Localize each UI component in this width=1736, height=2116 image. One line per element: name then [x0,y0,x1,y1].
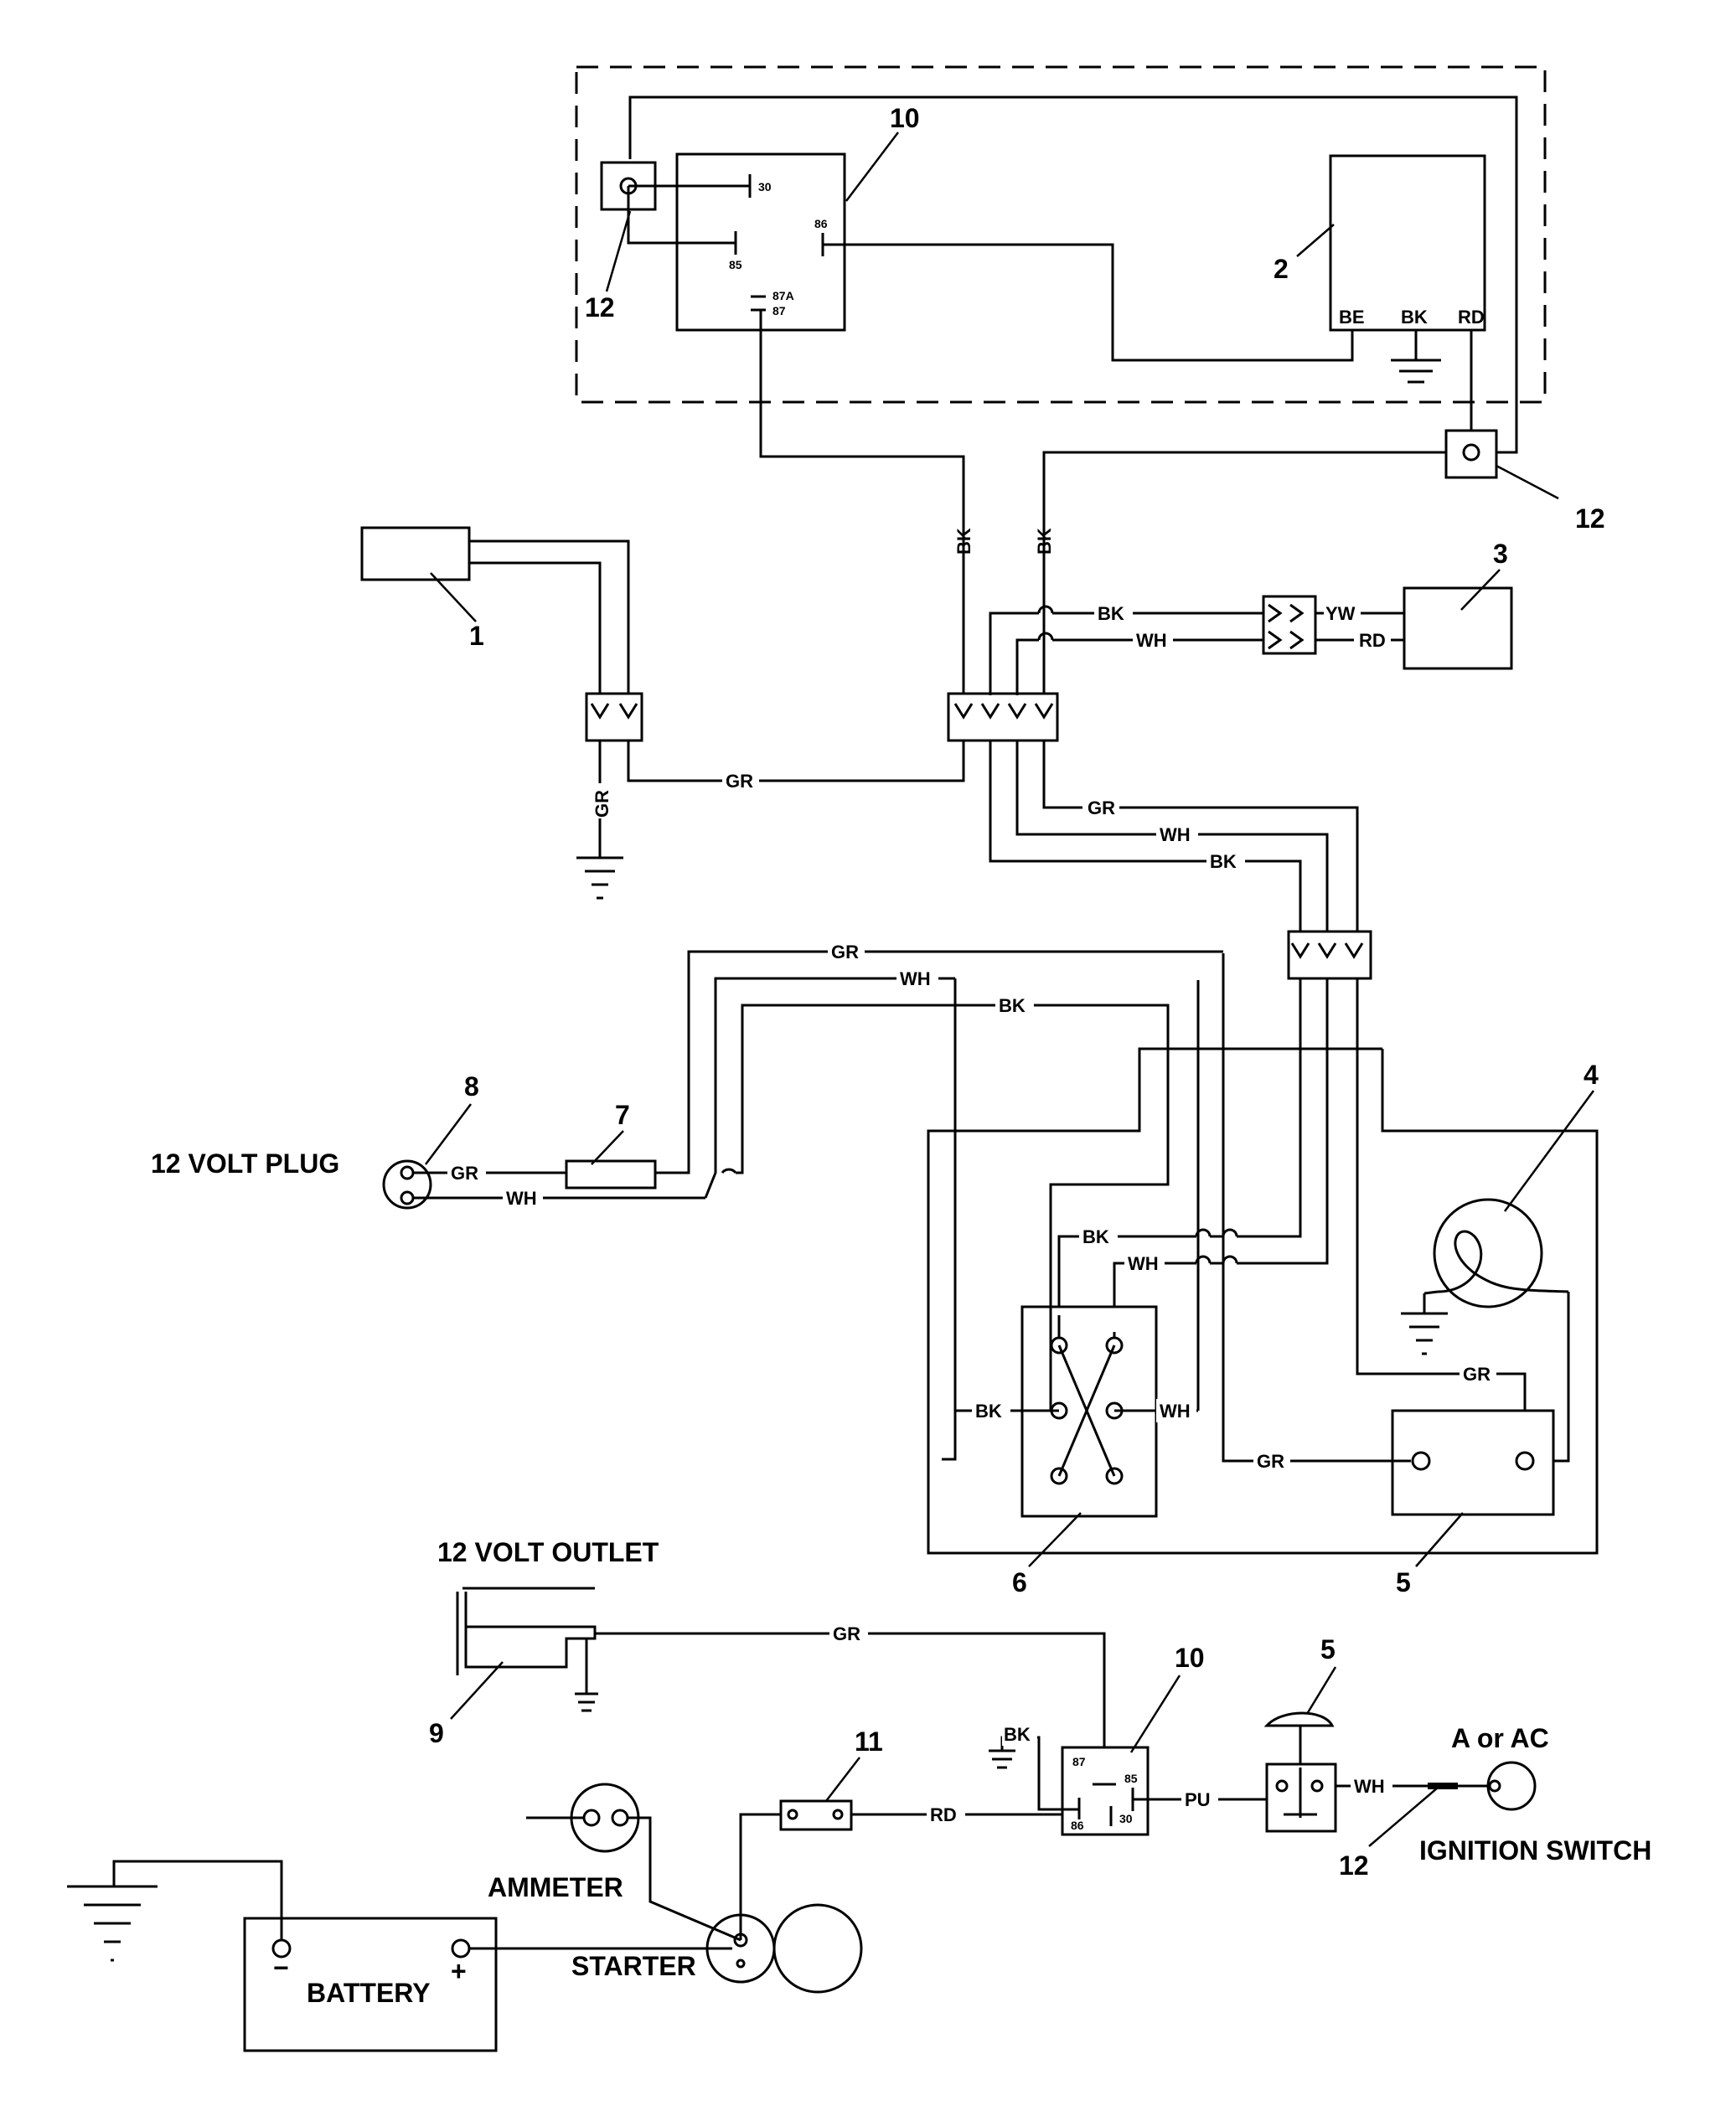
wire-label-gr-3: GR [1257,1451,1284,1472]
relay-pin-87a: 87A [772,289,794,302]
callout-8: 8 [464,1071,479,1102]
callout-12-top-right: 12 [1575,503,1605,534]
ignition-switch-label: IGNITION SWITCH [1419,1835,1651,1866]
wire-label-pu: PU [1185,1789,1211,1810]
wire-label-bk-8: BK [1004,1724,1031,1745]
lamp-4 [1433,1198,1543,1308]
ammeter-label: AMMETER [488,1872,623,1902]
starter-label: STARTER [571,1951,696,1981]
callout-5-mid: 5 [1396,1567,1411,1597]
wire-label-gr-6: GR [451,1163,478,1184]
ignition-position-label: A or AC [1451,1723,1549,1753]
wire-label-bk-7: BK [999,995,1026,1016]
relay-bot-pin-87: 87 [1072,1755,1086,1768]
wire-label-gr-7: GR [833,1623,860,1644]
wire-label-bk-5: BK [1082,1226,1109,1247]
wire-label-wh-6: WH [506,1188,537,1209]
wire-label-gr-4: GR [1463,1364,1491,1385]
module-term-rd: RD [1458,307,1485,328]
wire-label-rd-2: RD [930,1804,957,1825]
fuse-7 [565,1159,657,1190]
callout-12-top-left: 12 [585,292,615,323]
connector-12-right [1444,429,1498,479]
callout-10-bottom: 10 [1175,1643,1205,1673]
relay-bot-pin-86: 86 [1071,1819,1084,1832]
starter-motor [772,1903,863,1994]
component-5 [1391,1409,1555,1516]
wire-label-gr-2: GR [1088,797,1115,818]
wire-label-wh-2: WH [1160,824,1191,845]
wire-label-gr-1: GR [726,771,753,792]
wire-label-gr-ground: GR [592,790,612,818]
wire-label-bk-3: BK [1098,603,1124,624]
ignition-switch [1486,1761,1537,1811]
callout-12-bottom: 12 [1339,1850,1369,1881]
battery-pos: + [451,1956,467,1986]
wire-label-wh-1: WH [1136,630,1167,651]
connector-2pin [585,692,643,742]
callout-10-top: 10 [890,103,920,133]
wire-label-wh-5: WH [900,968,931,989]
callout-2: 2 [1274,254,1289,284]
wire-label-wh-7: WH [1354,1776,1385,1797]
callout-1: 1 [469,621,484,651]
relay-pin-86: 86 [814,217,828,230]
wire-label-gr-5: GR [831,942,859,963]
plug-label: 12 VOLT PLUG [151,1148,339,1179]
dashed-assembly: 30 85 86 87A 87 BE BK RD [575,65,1559,695]
battery-label: BATTERY [307,1978,431,2008]
connector-4pin [947,692,1059,742]
callout-9: 9 [429,1718,444,1748]
relay-bot-pin-85: 85 [1124,1772,1138,1785]
callout-11: 11 [855,1726,883,1757]
module-term-bk: BK [1401,307,1428,328]
module-term-be: BE [1339,307,1365,328]
callout-7: 7 [615,1100,630,1130]
callout-3: 3 [1493,539,1508,569]
callout-6: 6 [1012,1567,1027,1597]
wire-label-wh-4: WH [1160,1401,1191,1422]
wire-label-bk-1: BK [953,528,974,555]
plug-8 [382,1159,432,1210]
callout-5-bottom: 5 [1320,1634,1336,1664]
wire-label-yw: YW [1325,603,1356,624]
component-3 [1403,586,1513,670]
wire-label-rd-1: RD [1359,630,1386,651]
relay-pin-87: 87 [772,304,786,317]
relay-bot-pin-30: 30 [1119,1812,1133,1825]
battery-neg: − [273,1953,289,1983]
wire-label-wh-3: WH [1128,1253,1159,1274]
outlet-label: 12 VOLT OUTLET [437,1537,659,1567]
wire-label-bk-4: BK [1210,851,1237,872]
wire-label-bk-2: BK [1034,528,1055,555]
wire-label-bk-6: BK [975,1401,1002,1422]
relay-pin-30: 30 [758,180,772,194]
relay-pin-85: 85 [729,258,742,271]
callout-4: 4 [1584,1060,1599,1090]
module-2 [1329,154,1486,332]
component-1 [360,526,471,581]
